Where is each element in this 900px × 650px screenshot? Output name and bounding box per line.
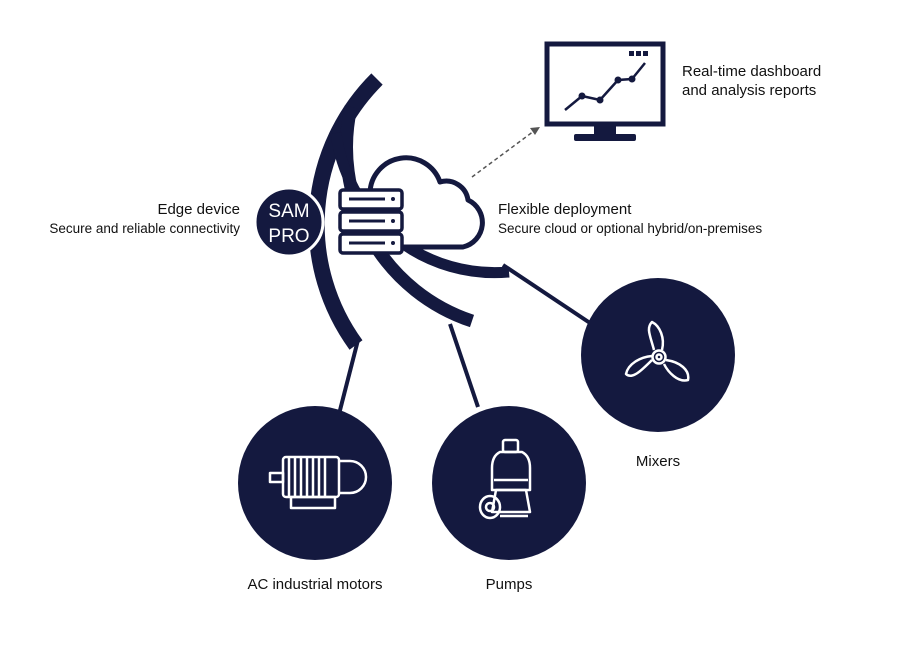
electric-motor-icon <box>268 455 368 510</box>
edge-device-title: Edge device <box>157 201 240 218</box>
pump-icon <box>478 438 532 520</box>
data-flow-arrow <box>471 127 540 178</box>
monitor-chart-icon <box>544 41 666 141</box>
edge-device-label: Edge device Secure and reliable connecti… <box>49 200 240 238</box>
connector-lines <box>336 263 595 419</box>
mixer-propeller-icon <box>624 320 690 382</box>
deployment-label: Flexible deployment Secure cloud or opti… <box>498 200 762 238</box>
connector-pumps <box>448 323 480 408</box>
badge-line2: PRO <box>268 226 309 247</box>
dashboard-line1: Real-time dashboard <box>682 63 822 80</box>
asset-label-mixers: Mixers <box>635 453 681 470</box>
asset-label-motors: AC industrial motors <box>247 576 383 593</box>
asset-pumps-node <box>432 406 586 560</box>
server-rack-icon <box>338 188 404 255</box>
connector-motors <box>336 339 360 419</box>
asset-mixers-node <box>581 278 735 432</box>
asset-label-pumps: Pumps <box>485 576 533 593</box>
edge-device-subtitle: Secure and reliable connectivity <box>49 221 240 236</box>
dashboard-label: Real-time dashboard and analysis reports <box>682 62 821 100</box>
dashboard-line2: and analysis reports <box>682 82 817 99</box>
deployment-title: Flexible deployment <box>498 201 632 218</box>
asset-motors-node <box>238 406 392 560</box>
badge-line1: SAM <box>268 201 309 222</box>
deployment-subtitle: Secure cloud or optional hybrid/on-premi… <box>498 221 763 236</box>
sam-pro-badge: SAM PRO <box>253 186 325 258</box>
connector-mixers <box>501 263 595 327</box>
